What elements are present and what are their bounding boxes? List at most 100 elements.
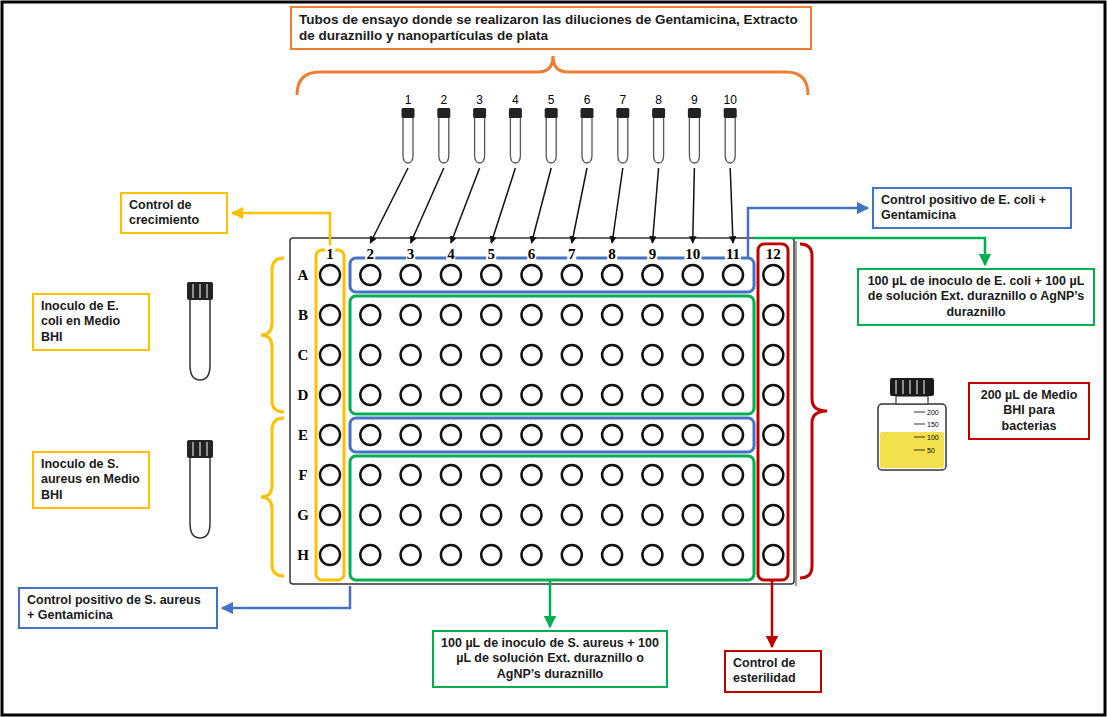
yellow-brace	[261, 418, 284, 576]
well	[320, 425, 340, 445]
dilution-tube	[473, 108, 486, 118]
well	[562, 505, 582, 525]
dilution-tube	[402, 108, 415, 118]
column-number: 4	[446, 246, 456, 263]
well	[360, 345, 380, 365]
well	[522, 465, 542, 485]
well	[522, 305, 542, 325]
callout-box: Control de crecimiento	[120, 192, 228, 235]
positive-control-region	[350, 258, 754, 292]
culture-tube	[200, 442, 201, 456]
medium-bottle	[914, 450, 925, 451]
culture-tube	[187, 282, 213, 380]
callout-box: 100 µL de inoculo de E. coli + 100 µL de…	[857, 268, 1095, 326]
callout-box: Inoculo de E. coli en Medio BHI	[32, 293, 150, 351]
callout-text: Control positivo de S. aureus + Gentamic…	[27, 593, 209, 624]
row-letter: B	[298, 307, 308, 324]
well	[562, 345, 582, 365]
well	[723, 465, 743, 485]
row-letter: G	[297, 507, 309, 524]
well	[441, 425, 461, 445]
well	[441, 305, 461, 325]
well	[320, 545, 340, 565]
well	[360, 505, 380, 525]
leader-line	[222, 586, 350, 608]
well	[723, 265, 743, 285]
well	[441, 465, 461, 485]
dilution-tube	[652, 108, 665, 118]
well	[602, 425, 622, 445]
callout-box: 200 µL de Medio BHI para bacterias	[968, 382, 1090, 440]
dilution-tube	[546, 118, 556, 163]
well	[763, 265, 783, 285]
well	[522, 385, 542, 405]
well	[481, 305, 501, 325]
tube-number: 8	[655, 93, 662, 107]
column-number: 11	[725, 246, 741, 263]
callout-text: Control de esterilidad	[733, 656, 813, 687]
column-number: 12	[765, 246, 782, 263]
column-number: 1	[325, 246, 335, 263]
well	[562, 545, 582, 565]
medium-bottle	[878, 378, 946, 470]
callout-box: Control positivo de E. coli + Gentamicin…	[872, 187, 1072, 230]
callout-text: 100 µL de inoculo de S. aureus + 100 µL …	[441, 636, 659, 682]
well	[441, 505, 461, 525]
leader-line	[771, 580, 774, 647]
medium-bottle	[924, 380, 925, 394]
treatment-region	[350, 296, 754, 414]
dilution-tube	[612, 168, 623, 243]
graduation-mark: 100	[927, 434, 939, 441]
dilution-tube	[510, 118, 520, 163]
medium-bottle	[878, 404, 946, 470]
well	[602, 385, 622, 405]
row-letter: C	[298, 347, 309, 364]
well	[401, 305, 421, 325]
well	[320, 505, 340, 525]
treatment-region	[350, 456, 754, 580]
well	[683, 385, 703, 405]
dilution-tube	[411, 168, 444, 243]
tube-number: 2	[440, 93, 447, 107]
well	[763, 305, 783, 325]
well	[401, 385, 421, 405]
graduation-mark: 50	[927, 447, 935, 454]
well	[562, 265, 582, 285]
medium-bottle	[896, 396, 928, 404]
well	[320, 305, 340, 325]
well	[723, 305, 743, 325]
callout-text: Control de crecimiento	[129, 198, 219, 229]
well	[441, 385, 461, 405]
well	[360, 425, 380, 445]
medium-bottle	[917, 380, 918, 394]
well	[481, 545, 501, 565]
row-letter: H	[297, 547, 309, 564]
well	[723, 385, 743, 405]
growth-control-region	[316, 250, 344, 580]
well	[683, 305, 703, 325]
column-number: 7	[567, 246, 577, 263]
tube-number: 3	[476, 93, 483, 107]
row-letter: A	[298, 267, 309, 284]
well	[522, 265, 542, 285]
culture-tube	[207, 442, 208, 456]
well	[360, 385, 380, 405]
well	[683, 425, 703, 445]
well	[562, 425, 582, 445]
dilution-tube	[730, 168, 733, 243]
culture-tube	[187, 440, 213, 458]
dilution-tube	[618, 118, 628, 163]
well	[763, 465, 783, 485]
well	[602, 345, 622, 365]
well	[481, 425, 501, 445]
red-brace	[800, 244, 827, 578]
column-number: 9	[648, 246, 658, 263]
well	[481, 265, 501, 285]
well	[602, 265, 622, 285]
well	[683, 345, 703, 365]
well	[481, 505, 501, 525]
callout-box: Inoculo de S. aureus en Medio BHI	[32, 451, 150, 509]
callout-text: Control positivo de E. coli + Gentamicin…	[881, 193, 1063, 224]
graduation-mark: 150	[927, 421, 939, 428]
well	[360, 465, 380, 485]
